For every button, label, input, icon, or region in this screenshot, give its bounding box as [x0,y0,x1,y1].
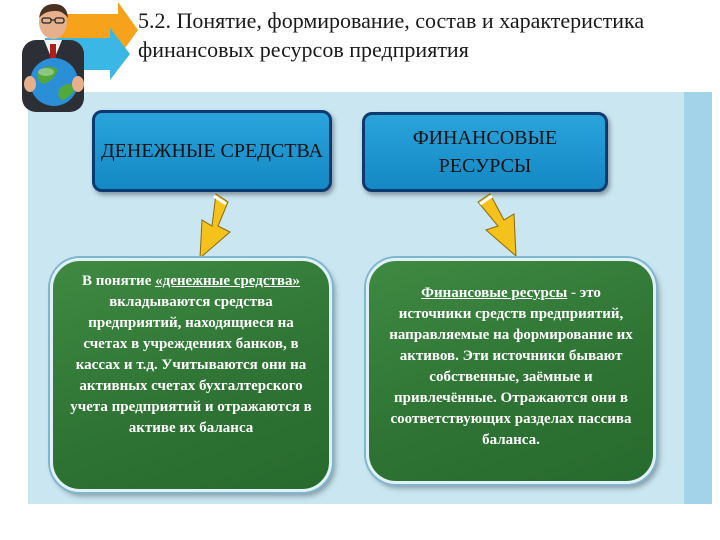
content-panel-strip [684,92,712,504]
financial-resources-definition-text: - это источники средств предприятий, нап… [389,285,633,448]
financial-resources-term: Финансовые ресурсы [421,285,568,301]
slide-title: 5.2. Понятие, формирование, состав и хар… [138,8,645,62]
money-funds-heading: ДЕНЕЖНЫЕ СРЕДСТВА [92,110,332,192]
financial-resources-heading-text: ФИНАНСОВЫЕ РЕСУРСЫ [412,127,558,177]
money-funds-definition-text: вкладываются средства предприятий, наход… [70,294,312,436]
financial-resources-heading: ФИНАНСОВЫЕ РЕСУРСЫ [362,112,608,192]
money-funds-definition: В понятие «денежные средства» вкладывают… [50,258,332,492]
financial-resources-definition: Финансовые ресурсы - это источники средс… [366,258,656,484]
down-arrow-icon [199,193,231,260]
down-arrow-icon [477,193,517,258]
money-funds-definition-prefix: В понятие [82,273,156,289]
money-funds-heading-text: ДЕНЕЖНЫЕ СРЕДСТВА [101,140,323,162]
presenter-globe-icon [22,4,84,112]
money-funds-term: «денежные средства» [155,273,300,289]
